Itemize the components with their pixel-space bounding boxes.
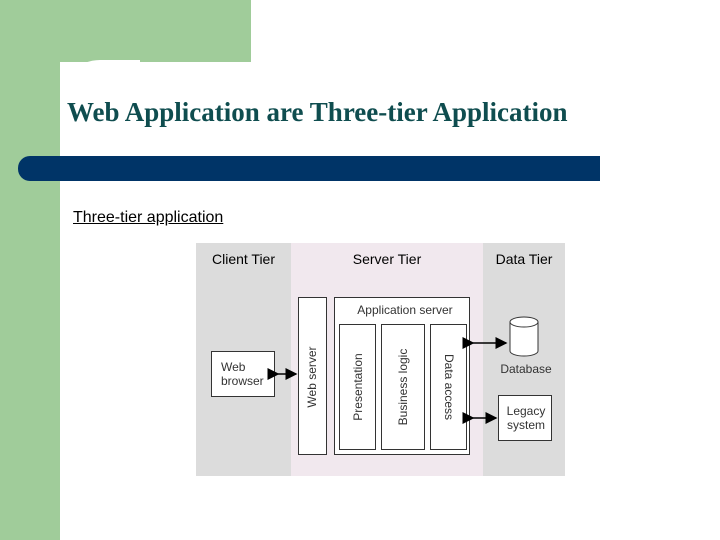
web-browser-box: Web browser xyxy=(211,351,275,397)
legacy-system-label: Legacy system xyxy=(506,404,546,432)
decorative-left-strip xyxy=(0,0,60,540)
slide-title: Web Application are Three-tier Applicati… xyxy=(67,97,568,127)
data-access-layer-box: Data access xyxy=(430,324,467,450)
database-icon xyxy=(509,316,539,357)
client-tier-label: Client Tier xyxy=(211,251,276,267)
diagram-connectors xyxy=(267,316,539,424)
presentation-layer-box: Presentation xyxy=(339,324,376,450)
application-server-box: Application server Presentation Business… xyxy=(334,297,470,455)
decorative-corner xyxy=(60,60,140,140)
web-browser-label: Web browser xyxy=(221,360,264,388)
application-server-label: Application server xyxy=(357,303,453,317)
business-logic-layer-box: Business logic xyxy=(381,324,425,450)
web-server-box: Web server xyxy=(298,297,327,455)
title-underline-bar xyxy=(18,156,600,181)
server-tier-label: Server Tier xyxy=(352,251,422,267)
legacy-system-box: Legacy system xyxy=(498,395,552,441)
slide-subtitle: Three-tier application xyxy=(73,209,224,226)
data-tier-label: Data Tier xyxy=(495,251,553,267)
database-label: Database xyxy=(500,362,552,376)
three-tier-diagram: Client Tier Server Tier Data Tier Web br… xyxy=(196,243,565,476)
